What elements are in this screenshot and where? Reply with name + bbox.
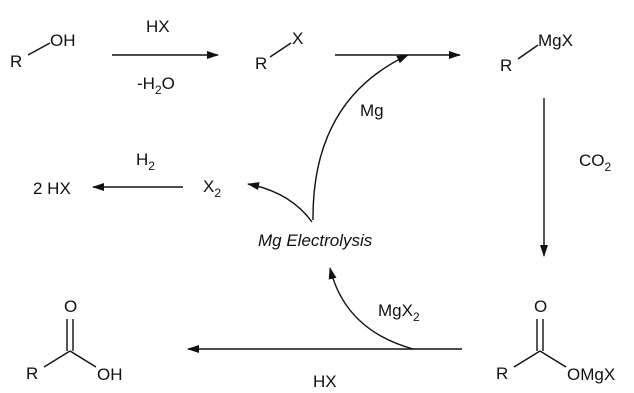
acid-o-label: O: [64, 297, 77, 316]
salt-o-label: O: [534, 297, 547, 316]
reagent-h2: H2: [136, 150, 155, 173]
alcohol-oh-label: OH: [50, 31, 76, 50]
alcohol-structure: R OH: [10, 31, 76, 71]
acid-o-bond: [69, 350, 97, 368]
grignard-r-label: R: [500, 56, 512, 75]
reagent-mg: Mg: [360, 101, 384, 120]
salt-r-label: R: [496, 364, 508, 383]
alcohol-r-label: R: [10, 52, 22, 71]
salt-omgx-label: OMgX: [567, 365, 615, 384]
alkyl-halide-structure: R X: [255, 29, 303, 73]
salt-o-bond: [539, 350, 567, 368]
reagent-minus-water: -H2O: [137, 74, 175, 97]
arrow-mgx2-to-electrolysis: [328, 267, 414, 350]
acid-r-label: R: [26, 364, 38, 383]
reagent-hx-top: HX: [146, 17, 170, 36]
carboxylate-salt-structure: R O OMgX: [496, 297, 615, 384]
reagent-co2: CO2: [579, 151, 612, 174]
arrow-electrolysis-to-halogen: [247, 182, 313, 223]
acid-r-bond: [43, 350, 71, 368]
arrow-electrolysis-to-halide: [312, 54, 409, 221]
halide-bond: [269, 42, 292, 58]
grignard-structure: R MgX: [500, 31, 573, 75]
hydrogen-halide-label: 2 HX: [33, 179, 71, 198]
halogen-label: X2: [203, 177, 221, 200]
acid-oh-label: OH: [97, 365, 123, 384]
carboxylic-acid-structure: R O OH: [26, 297, 123, 384]
grignard-bond: [517, 44, 539, 60]
electrolysis-label: Mg Electrolysis: [258, 231, 373, 250]
grignard-mgx-label: MgX: [538, 31, 573, 50]
halide-r-label: R: [255, 54, 267, 73]
alcohol-bond: [27, 42, 51, 56]
reagent-mgx2: MgX2: [378, 301, 420, 324]
salt-r-bond: [513, 350, 541, 368]
reagent-hx-bottom: HX: [313, 372, 337, 391]
halide-x-label: X: [292, 29, 303, 48]
